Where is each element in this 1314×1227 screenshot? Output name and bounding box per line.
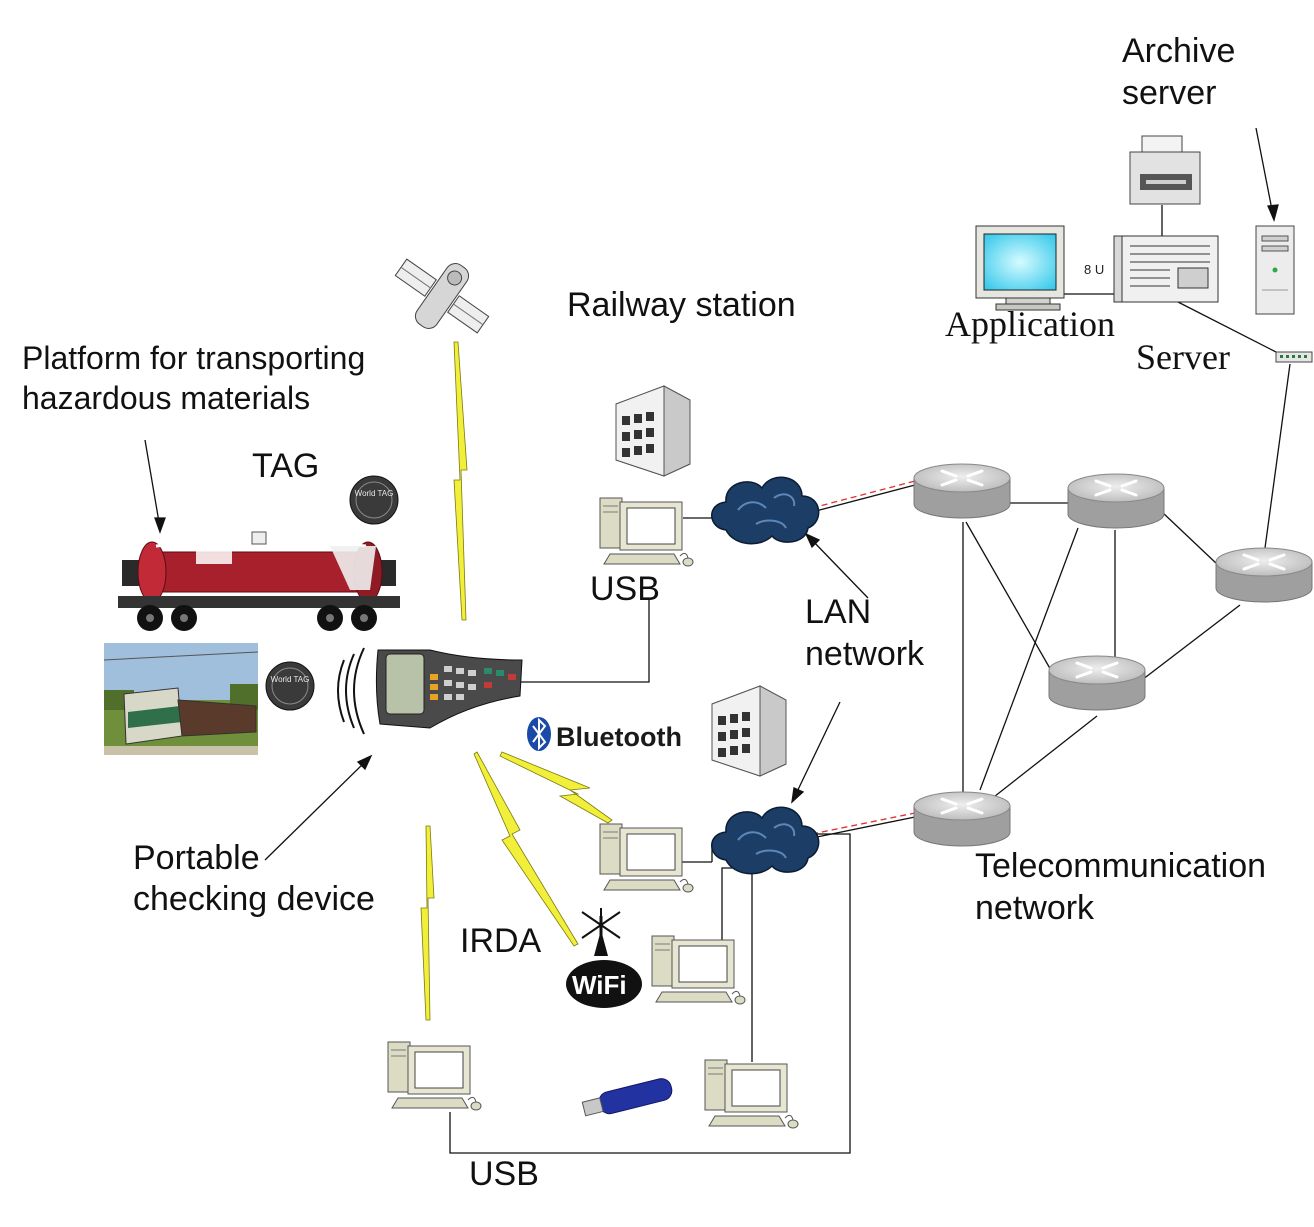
telecom-network-label-line1: Telecommunication (975, 847, 1267, 885)
router-3 (1214, 546, 1314, 604)
router-2 (1066, 472, 1166, 530)
network-links (449, 205, 1291, 1154)
archive-server-icon (1255, 225, 1295, 315)
application-monitor-icon (975, 225, 1065, 311)
router-5 (912, 790, 1012, 848)
station-building-icon (615, 385, 691, 477)
pc-station-bottom (599, 823, 694, 893)
tank-car-image (118, 531, 400, 631)
tag-badge-text: World TAG (271, 675, 310, 684)
archive-server-label-line2: server (1122, 74, 1217, 112)
train-photo (103, 643, 259, 755)
server-rack-icon (1113, 235, 1219, 303)
pc-lan-1 (651, 935, 746, 1005)
station-building-icon-2 (711, 685, 787, 777)
archive-server-label-line1: Archive (1122, 32, 1236, 70)
tag-badge-bottom: World TAG (265, 661, 315, 711)
portable-device-icon (375, 649, 523, 729)
irda-label: IRDA (460, 922, 542, 960)
network-switch-icon (1275, 351, 1313, 363)
lan-label-line2: network (805, 635, 925, 673)
application-label: Application (945, 304, 1115, 344)
rack-units-label: 8 U (1084, 262, 1104, 277)
satellite-icon (394, 258, 490, 334)
lan-cloud-top (710, 476, 820, 545)
printer-icon (1129, 135, 1201, 205)
wireless-links (420, 341, 613, 1021)
wifi-label: WiFi (572, 970, 627, 1000)
pointer-arrows (144, 127, 1279, 861)
telecom-network-label-line2: network (975, 889, 1095, 927)
platform-label-line2: hazardous materials (22, 380, 311, 416)
pc-lan-2 (704, 1059, 799, 1129)
bluetooth-label: Bluetooth (556, 722, 682, 752)
railway-station-label: Railway station (567, 286, 796, 324)
router-1 (912, 462, 1012, 520)
portable-device-label-line2: checking device (133, 880, 375, 918)
usb-label-top: USB (590, 570, 660, 608)
platform-label-line1: Platform for transporting (22, 340, 366, 376)
lan-label-line1: LAN (805, 593, 872, 631)
router-4 (1047, 654, 1147, 712)
lan-cloud-bottom (710, 806, 820, 875)
usb-stick-icon (581, 1078, 673, 1117)
dashed-links (811, 480, 916, 835)
server-label: Server (1136, 337, 1230, 377)
pc-station-top (599, 497, 694, 567)
wifi-icon: WiFi (566, 908, 642, 1008)
radio-waves-icon (337, 647, 365, 735)
usb-label-bottom: USB (469, 1155, 539, 1193)
bluetooth-icon: Bluetooth (527, 717, 682, 752)
pc-usb-bottom (387, 1041, 482, 1111)
tag-label: TAG (252, 447, 320, 485)
tag-badge-text: World TAG (355, 489, 394, 498)
tag-badge-top: World TAG (349, 475, 399, 525)
portable-device-label-line1: Portable (133, 839, 260, 877)
